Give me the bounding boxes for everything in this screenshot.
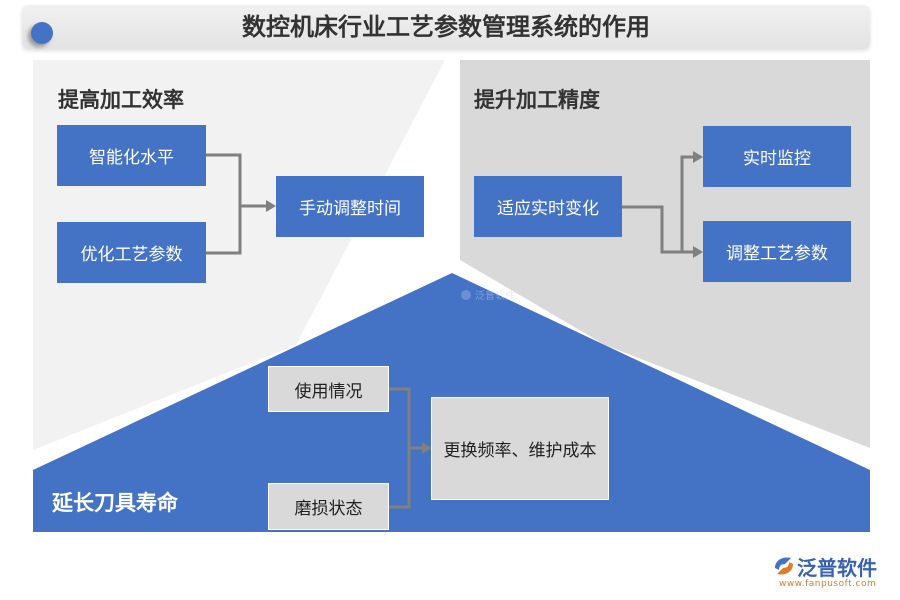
bottom-output-box: 更换频率、维护成本 [431,397,609,500]
page-title: 数控机床行业工艺参数管理系统的作用 [242,12,650,41]
right-output-box-2: 调整工艺参数 [703,221,851,282]
bottom-input-box-2: 磨损状态 [268,483,389,530]
right-arrowhead-top [693,151,703,163]
bottom-arrowhead [422,442,432,454]
left-input-box-1: 智能化水平 [57,125,206,186]
left-section-title: 提高加工效率 [58,87,184,112]
right-connectors [622,155,695,254]
right-section-title: 提升加工精度 [474,87,600,112]
bottom-input-box-1: 使用情况 [268,366,389,412]
left-connectors [206,153,268,255]
brand-watermark: 泛普软件 www.fanpusoft.com [765,552,895,596]
title-bar: 数控机床行业工艺参数管理系统的作用 [22,5,870,49]
brand-text: 泛普软件 [797,556,877,580]
left-output-box: 手动调整时间 [276,176,424,237]
right-input-box: 适应实时变化 [474,176,622,237]
right-arrowhead-bottom [693,246,703,258]
fanpu-logo-icon [775,557,793,575]
title-bullet-icon [31,22,53,44]
right-output-box-1: 实时监控 [703,126,851,187]
left-arrowhead [266,200,276,212]
bottom-section-title: 延长刀具寿命 [52,490,178,515]
watermark-logo-icon [461,289,471,300]
center-watermark: 泛普软件 [460,287,515,302]
brand-url: www.fanpusoft.com [779,579,877,589]
bottom-connectors [389,387,424,509]
center-watermark-text: 泛普软件 [475,291,515,302]
left-input-box-2: 优化工艺参数 [57,222,206,283]
